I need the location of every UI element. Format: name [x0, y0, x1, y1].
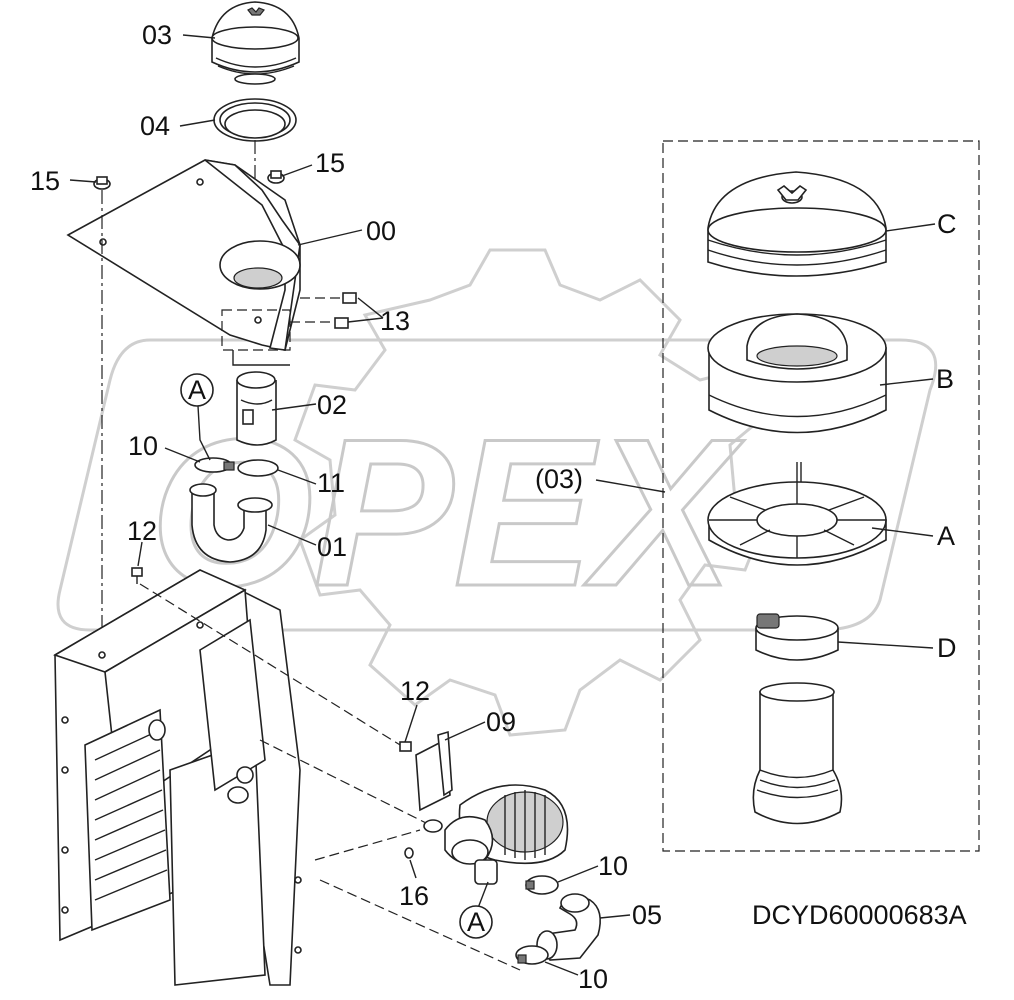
- part-03-cap: [211, 1, 300, 85]
- callout-16: 16: [399, 881, 429, 911]
- callout-03: 03: [142, 20, 172, 50]
- part-10-clamp-bottom: [515, 945, 549, 965]
- detail-label-b: B: [936, 364, 954, 394]
- callout-10-bottom: 10: [578, 964, 608, 994]
- detail-part-d: [755, 613, 839, 661]
- callout-02: 02: [317, 390, 347, 420]
- part-15-nut-left: [93, 176, 111, 190]
- ref-circle-a-top: [180, 373, 214, 407]
- callout-12-right: 12: [400, 676, 430, 706]
- callout-00: 00: [366, 216, 396, 246]
- part-12-bolt-right: [399, 741, 412, 752]
- part-12-bolt-top: [131, 567, 143, 584]
- part-10-clamp-top: [194, 457, 235, 473]
- detail-label-d: D: [937, 633, 957, 663]
- detail-part-a: [707, 462, 887, 566]
- detail-label-c: C: [937, 209, 957, 239]
- callout-a-top: A: [188, 375, 206, 405]
- callout-a-bottom: A: [467, 907, 485, 937]
- callout-12-top: 12: [127, 516, 157, 546]
- callout-09: 09: [486, 707, 516, 737]
- detail-part-c: [707, 171, 887, 277]
- detail-label-a: A: [937, 521, 955, 551]
- radiator-frame: [53, 569, 302, 986]
- callout-10-top: 10: [128, 431, 158, 461]
- part-02-pipe: [236, 371, 277, 446]
- ref-circle-a-bottom: [459, 905, 493, 939]
- callout-15-left: 15: [30, 166, 60, 196]
- callout-13: 13: [380, 306, 410, 336]
- part-00-cover: [66, 159, 301, 351]
- callout-10-mid: 10: [598, 851, 628, 881]
- callout-01: 01: [317, 532, 347, 562]
- part-11-clamp: [237, 459, 279, 477]
- detail-box: [662, 140, 980, 852]
- callout-04: 04: [140, 111, 170, 141]
- drawing-code: DCYD60000683A: [752, 900, 967, 930]
- detail-part-b: [707, 313, 887, 434]
- part-10-clamp-mid: [525, 875, 559, 895]
- part-15-nut-right: [267, 170, 285, 184]
- air-cleaner-assembly: [404, 784, 569, 885]
- callout-15-right: 15: [315, 148, 345, 178]
- part-09-bracket: [415, 730, 453, 812]
- part-04-ring: [213, 98, 297, 142]
- part-01-hose: [189, 483, 273, 563]
- detail-inner-element: [752, 682, 843, 825]
- callout-11: 11: [317, 468, 345, 498]
- callout-05: 05: [632, 900, 662, 930]
- detail-ref-03: (03): [535, 464, 583, 494]
- part-13-bolts: [290, 292, 357, 329]
